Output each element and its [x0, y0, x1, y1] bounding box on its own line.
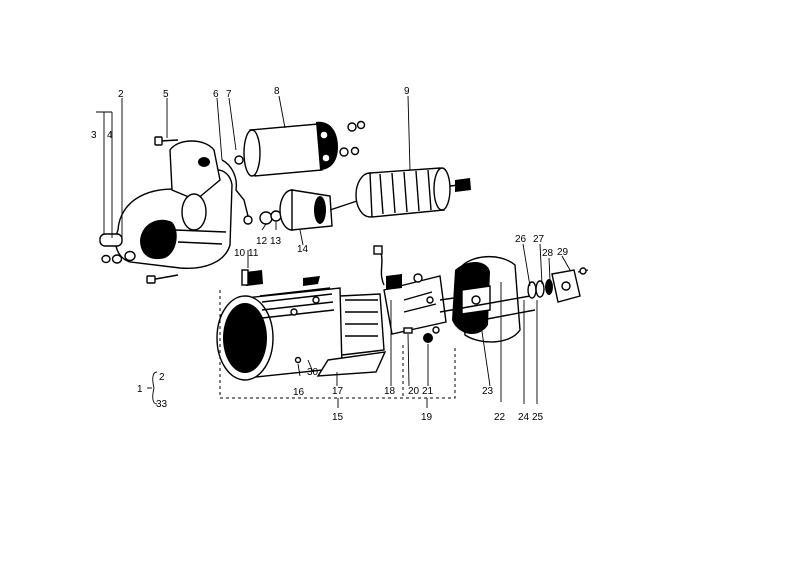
callout-5: 5 [163, 89, 169, 100]
callout-12: 12 [256, 236, 268, 247]
callout-13: 13 [270, 236, 282, 247]
solenoid-switch [243, 120, 366, 177]
callout-14: 14 [297, 244, 309, 255]
drive-end-housing [99, 140, 233, 269]
callout-20: 20 [408, 386, 420, 397]
housing-hardware [101, 136, 179, 284]
brush-holder [383, 273, 469, 343]
callout-29: 29 [557, 247, 569, 258]
end-cap [527, 267, 589, 303]
engaging-lever [221, 155, 253, 225]
drive-pinion [259, 189, 333, 231]
callout-19: 19 [421, 412, 433, 423]
callout-1: 1 [137, 384, 143, 395]
callout-30: 30 [307, 367, 319, 378]
callout-7: 7 [226, 89, 232, 100]
callout-10: 10 [234, 248, 246, 259]
callout-24: 24 [518, 412, 530, 423]
callout-28: 28 [542, 248, 554, 259]
callout-2: 2 [118, 89, 124, 100]
callout-3: 3 [91, 130, 97, 141]
callout-17: 17 [332, 386, 344, 397]
callout-16: 16 [293, 387, 305, 398]
callout-23: 23 [482, 386, 494, 397]
callout-15: 15 [332, 412, 344, 423]
callout-6: 6 [213, 89, 219, 100]
callout-26: 26 [515, 234, 527, 245]
legend-33: 33 [156, 399, 168, 410]
terminal-block [241, 269, 263, 286]
callout-4: 4 [107, 130, 113, 141]
callout-25: 25 [532, 412, 544, 423]
callout-8: 8 [274, 86, 280, 97]
callout-21: 21 [422, 386, 434, 397]
legend-2: 2 [159, 372, 165, 383]
group-brackets [219, 290, 456, 399]
callout-27: 27 [533, 234, 545, 245]
callout-18: 18 [384, 386, 396, 397]
field-frame [216, 245, 387, 381]
armature [329, 167, 471, 218]
callout-11: 11 [248, 248, 259, 259]
through-bolts [439, 295, 536, 326]
callout-22: 22 [494, 412, 506, 423]
callout-9: 9 [404, 86, 410, 97]
callout-labels: 2 3 4 5 6 7 8 9 10 11 12 13 14 15 16 17 … [91, 86, 569, 423]
leader-lines [96, 95, 571, 408]
